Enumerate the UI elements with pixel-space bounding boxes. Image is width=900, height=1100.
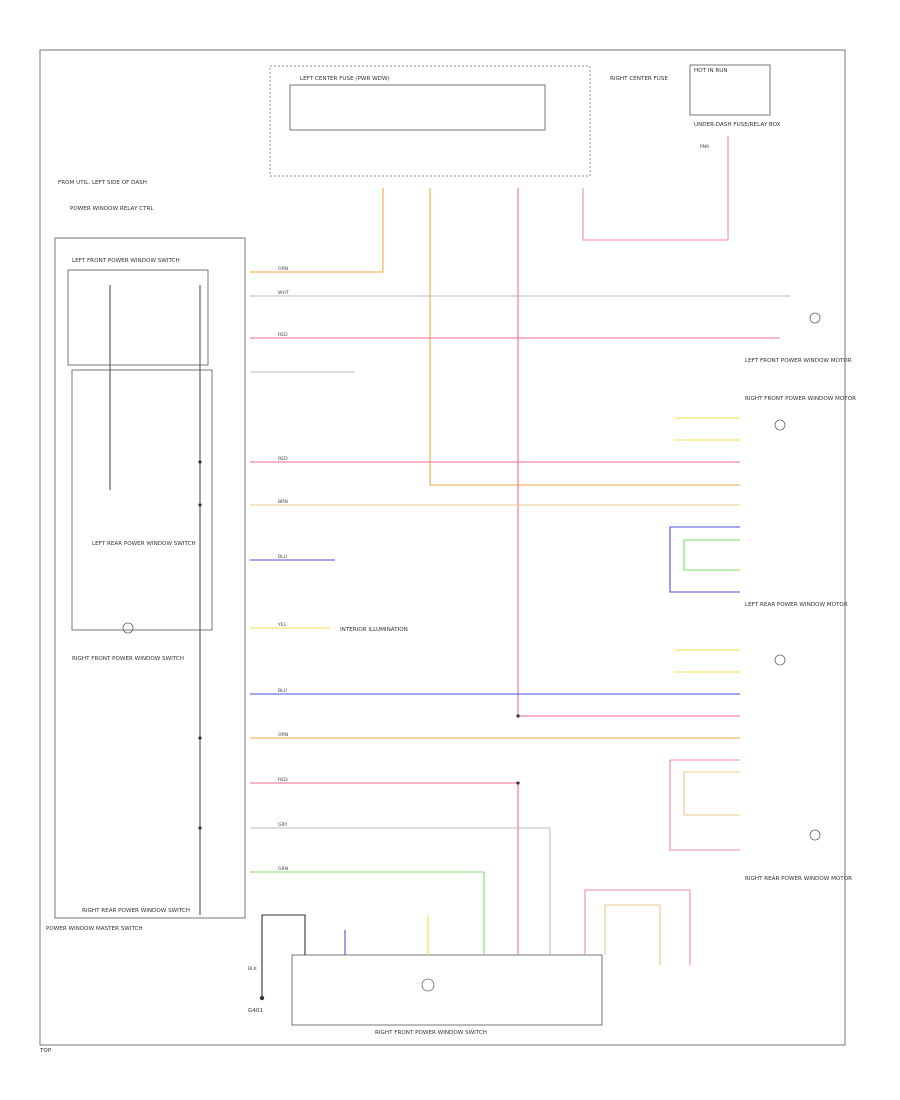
wire-label-yel: YEL [277,622,287,628]
junction-dot [198,503,202,507]
wire-pink-3 [584,889,691,965]
wire-gray-2 [250,827,551,955]
left-rear-switch-box [71,369,213,631]
wire-yellow-2 [675,417,740,441]
motor-rf-label: RIGHT FRONT POWER WINDOW MOTOR [745,396,856,402]
wire-label-pnk: PNK [700,144,710,150]
left-front-switch-box [67,269,209,366]
master-switch-title: POWER WINDOW MASTER SWITCH [46,926,143,932]
wire-label-orn: ORN [278,266,288,272]
junction-dot [516,781,520,785]
wire-black-1 [261,914,306,955]
footer-label: TOP [39,1048,52,1054]
fuse-right-label: RIGHT CENTER FUSE [610,76,668,82]
illumination-lamp-icon [122,622,134,634]
top-left-connector-label: FROM UTIL. LEFT SIDE OF DASH [58,180,147,186]
master-lamp-icon [421,978,435,992]
ignition-switch-label: HOT IN RUN [694,68,728,74]
diagram-frame [39,49,846,1046]
motor-rf-icon [774,654,786,666]
wire-green-2 [683,539,740,571]
illumination-label: INTERIOR ILLUMINATION [340,627,408,633]
ignition-box [689,64,771,116]
driver-mid-title: LEFT REAR POWER WINDOW SWITCH [92,541,196,547]
wire-label-gry: GRY [278,822,287,828]
wire-group [109,136,790,1000]
wire-label-blk: BLK [248,966,258,972]
bottom-switch-label: RIGHT FRONT POWER WINDOW SWITCH [375,1030,487,1036]
fuse-relay-box [269,65,591,177]
wire-label-red-2: RED [278,456,288,462]
junction-dot [198,736,202,740]
motor-lr-label: LEFT REAR POWER WINDOW MOTOR [745,602,848,608]
junction-dot [259,995,265,1001]
relay-block [289,84,546,131]
motor-rr-label: RIGHT REAR POWER WINDOW MOTOR [745,876,852,882]
wire-red-4 [250,782,519,955]
wire-pink-1 [582,136,729,241]
wire-tan-3 [604,904,661,965]
wire-green-1 [250,871,485,955]
top-left-sub-label: POWER WINDOW RELAY CTRL [70,206,154,212]
wire-label-brn: BRN [278,499,288,505]
junctions [198,460,520,1001]
driver-master-title: LEFT FRONT POWER WINDOW SWITCH [72,258,180,264]
wire-label-red: RED [278,332,288,338]
motor-lf-icon [809,312,821,324]
ground-label: G401 [248,1008,263,1014]
wire-label-blu: BLU [278,554,287,560]
wire-label-wht: WHT [278,290,289,296]
motor-lf-label: LEFT FRONT POWER WINDOW MOTOR [745,358,852,364]
wire-yellow-3 [675,649,740,673]
wire-orange-1 [250,188,384,273]
wire-orange-2 [429,188,740,486]
wire-tan-2 [683,771,740,816]
junction-dot [516,714,520,718]
junction-dot [198,460,202,464]
motor-rr-icon [809,829,821,841]
ignition-sub-label: UNDER-DASH FUSE/RELAY BOX [694,122,781,128]
fuse-left-label: LEFT CENTER FUSE (PWR WDW) [300,76,390,82]
motors [122,312,821,992]
junction-dot [198,826,202,830]
motor-lr-icon [774,419,786,431]
wire-blue-3 [669,526,740,593]
wire-label-red-3: RED [278,777,288,783]
wire-label-blu-2: BLU [278,688,287,694]
labels: FROM UTIL. LEFT SIDE OF DASH POWER WINDO… [39,68,856,1054]
master-switch-box [291,954,603,1026]
right-front-title: RIGHT FRONT POWER WINDOW SWITCH [72,656,184,662]
left-switch-panel [54,237,246,919]
wire-red-3 [517,188,740,717]
wire-pink-2 [669,759,740,851]
wire-label-grn: GRN [278,866,288,872]
wire-label-orn-2: ORN [278,732,288,738]
right-rear-title: RIGHT REAR POWER WINDOW SWITCH [82,908,190,914]
